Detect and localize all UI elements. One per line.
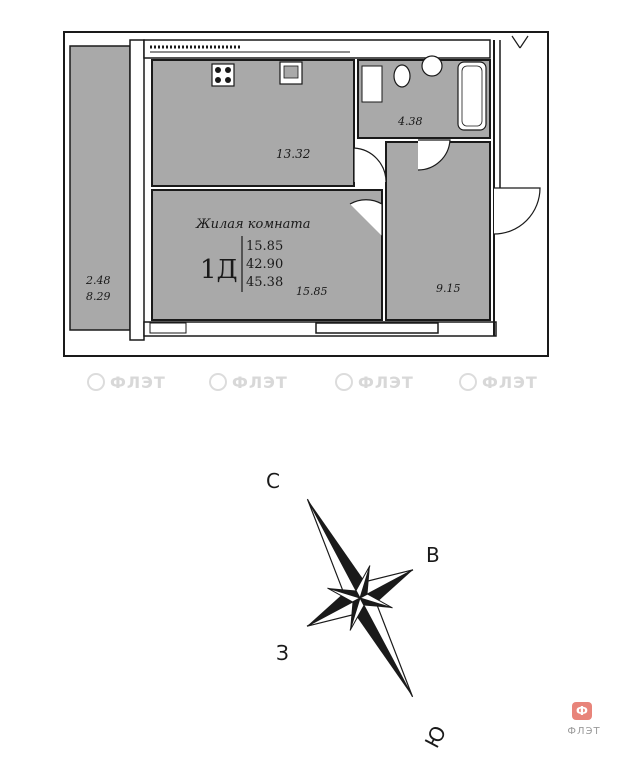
bottom-window-left	[149, 322, 187, 334]
compass-minor-point	[355, 565, 371, 600]
hall-area-label: 9.15	[436, 282, 461, 295]
washing-machine-icon	[361, 65, 383, 103]
hall-room	[385, 141, 491, 321]
living-room	[151, 189, 383, 321]
stove-burner-icon	[225, 77, 231, 83]
watermark-text: ФЛЭТ	[358, 373, 414, 392]
stove-burner-icon	[215, 67, 221, 73]
bottom-window	[315, 322, 439, 334]
toilet-icon	[393, 64, 411, 88]
bathroom-area-label: 4.38	[397, 115, 423, 128]
loggia-area-label-2: 8.29	[86, 290, 111, 303]
compass-north-label: С	[266, 469, 280, 493]
compass-west-label: З	[276, 641, 289, 665]
watermark-text: ФЛЭТ	[482, 373, 538, 392]
brand-logo: Ф ФЛЭТ	[556, 702, 612, 750]
kitchen-door-icon	[353, 147, 387, 183]
entry-y-mark	[519, 35, 529, 49]
watermark-logo-icon	[209, 373, 227, 391]
living-room-label: Жилая комната	[195, 217, 311, 232]
brand-logo-icon: Ф	[572, 702, 592, 720]
watermark-row: ФЛЭТ ФЛЭТ ФЛЭТ ФЛЭТ	[87, 373, 538, 392]
compass-north-point	[307, 499, 365, 598]
top-wall	[143, 39, 491, 59]
compass-east-label: В	[426, 543, 440, 567]
loggia-wall	[129, 39, 145, 341]
loggia-room	[69, 45, 131, 331]
compass-minor-point	[358, 593, 393, 609]
sink-basin-icon	[283, 65, 299, 79]
entry-y-mark	[511, 35, 521, 49]
stove-burner-icon	[215, 77, 221, 83]
compass-west-point	[307, 593, 360, 627]
compass-minor-point	[349, 596, 365, 631]
area-total-balcony-value: 45.38	[246, 275, 283, 290]
floor-plan: 13.32 4.38 Жилая комната 1Д 15.85 42.90 …	[63, 31, 549, 392]
brand-logo-word: ФЛЭТ	[567, 726, 601, 737]
compass-minor-point	[327, 587, 362, 603]
bathtub-inner-icon	[461, 65, 483, 127]
living-door-icon	[349, 199, 383, 236]
watermark-logo-icon	[459, 373, 477, 391]
watermark-logo-icon	[87, 373, 105, 391]
apartment-type-label: 1Д	[200, 255, 238, 285]
compass-south-label: Ю	[420, 722, 451, 752]
washbasin-icon	[421, 55, 443, 77]
bath-door-icon	[417, 139, 451, 171]
watermark-text: ФЛЭТ	[110, 373, 166, 392]
kitchen-area-label: 13.32	[276, 147, 310, 161]
area-living-value: 15.85	[246, 239, 283, 254]
compass-south-point	[355, 598, 413, 697]
watermark-logo-icon	[335, 373, 353, 391]
area-total-value: 42.90	[246, 257, 283, 272]
kitchen-room	[151, 59, 355, 187]
watermark-text: ФЛЭТ	[232, 373, 288, 392]
entry-door-icon	[493, 187, 541, 235]
loggia-area-label-1: 2.48	[85, 274, 111, 287]
stove-burner-icon	[225, 67, 231, 73]
living-room-area-label: 15.85	[296, 285, 328, 298]
compass-east-point	[360, 569, 413, 603]
